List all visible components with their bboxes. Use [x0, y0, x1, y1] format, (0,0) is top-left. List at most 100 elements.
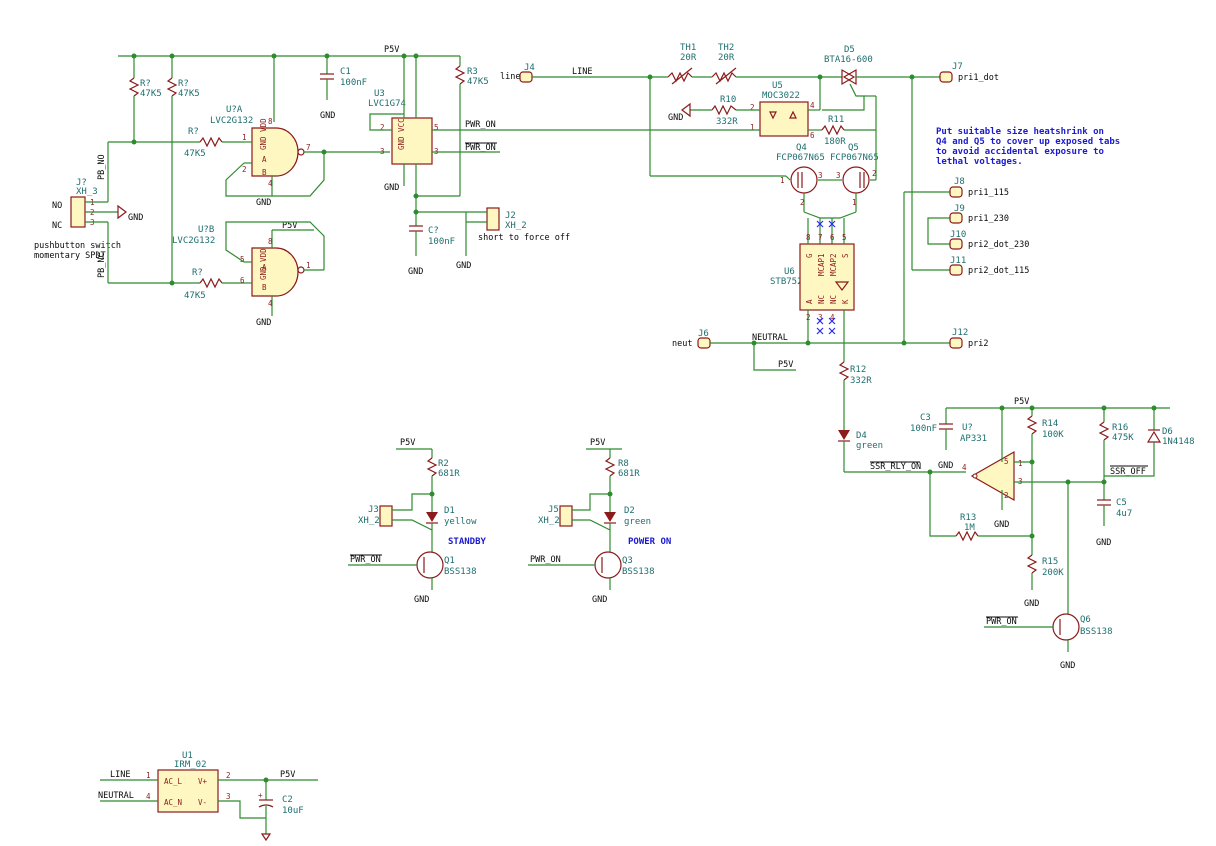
u6-pin-nc1: NC: [817, 295, 826, 304]
r16-ref: R16: [1112, 423, 1128, 433]
power-on-led-circuit: P5V R8 681R D2 green POWER ON J5 XH_2 PW…: [528, 438, 671, 605]
gnd-label-q6: GND: [1060, 661, 1075, 671]
gnd-symbol: [117, 204, 127, 220]
c5-ref: C5: [1116, 498, 1127, 508]
connector-j8: J8 pri1_115: [949, 177, 1009, 198]
gnd-label-j2: GND: [456, 261, 471, 271]
u-b-value: LVC2G132: [172, 236, 215, 246]
gnd-label-r15: GND: [1024, 599, 1039, 609]
svg-text:3: 3: [836, 171, 841, 180]
u-a-value: LVC2G132: [210, 116, 253, 126]
standby-led-circuit: P5V R2 681R D1 yellow STANDBY J3 XH_2 PW…: [348, 438, 487, 605]
net-label-p5v-top: P5V: [384, 45, 399, 55]
r11-ref: R11: [828, 115, 844, 125]
net-p5v-u6: P5V: [778, 360, 793, 370]
svg-text:3: 3: [818, 313, 823, 322]
svg-text:2: 2: [380, 123, 385, 132]
net-pwr-on-q1: PWR_ON: [350, 555, 381, 565]
diode-d6: D6 1N4148: [1104, 408, 1195, 477]
r-pull1-value: 47K5: [140, 89, 162, 99]
svg-text:1: 1: [750, 123, 755, 132]
r-pb-nc-value: 47K5: [184, 291, 206, 301]
r14-value: 100K: [1042, 430, 1064, 440]
svg-text:2: 2: [226, 771, 231, 780]
label-power-on: POWER ON: [628, 537, 671, 547]
connector-j4: J4 line LINE: [500, 63, 668, 83]
j4-ref: J4: [524, 63, 535, 73]
r11-value: 180R: [824, 137, 846, 147]
resistor-r-pull1: R? 47K5: [128, 56, 162, 142]
r10-value: 332R: [716, 117, 738, 127]
svg-text:5: 5: [240, 255, 245, 264]
q5-value: FCP067N65: [830, 153, 879, 163]
net-neutral-top: NEUTRAL: [752, 333, 788, 343]
svg-text:B: B: [262, 168, 267, 177]
connector-j7: J7 pri1_dot: [939, 62, 999, 83]
gnd-label-r10: GND: [668, 113, 683, 123]
note-line2: Q4 and Q5 to cover up exposed tabs: [936, 137, 1120, 147]
u3-ref: U3: [374, 89, 385, 99]
net-p5v-standby: P5V: [400, 438, 415, 448]
c2-ref: C2: [282, 795, 293, 805]
resistor-r16: R16 475K: [1098, 408, 1134, 500]
svg-text:GND VDD: GND VDD: [259, 118, 268, 150]
r12-value: 332R: [850, 376, 872, 386]
u-a-pin-a: A: [262, 155, 267, 164]
c-u3-ref: C?: [428, 226, 439, 236]
u6-pin-s: S: [841, 253, 850, 258]
j4-value: line: [500, 72, 520, 82]
svg-text:8: 8: [268, 237, 273, 246]
q6-ref: Q6: [1080, 615, 1091, 625]
label-short-to-force-off: short to force off: [478, 233, 570, 243]
gnd-label-q1: GND: [414, 595, 429, 605]
r8-value: 681R: [618, 469, 640, 479]
d5-ref: D5: [844, 45, 855, 55]
mosfet-q6: Q6 BSS138 PWR_ON GND: [984, 482, 1113, 671]
connector-j9: J9 pri1_230: [949, 204, 1009, 224]
d4-ref: D4: [856, 431, 867, 441]
j2-ref: J2: [505, 211, 516, 221]
label-standby: STANDBY: [448, 537, 487, 547]
r-pull1-ref: R?: [140, 79, 151, 89]
psu-u1: U1 IRM_02 AC_L AC_N V+ V- LINE NEUTRAL 1…: [98, 751, 318, 819]
d2-ref: D2: [624, 506, 635, 516]
u3-value: LVC1G74: [368, 99, 406, 109]
u5-ref: U5: [772, 81, 783, 91]
c3-value: 100nF: [910, 424, 937, 434]
u6-pin-g: G: [805, 253, 814, 258]
connector-j10: J10 pri2_dot_230: [949, 230, 1029, 250]
u7-value: AP331: [960, 434, 987, 444]
connector-j12: J12 pri2: [949, 328, 988, 349]
resistor-r15: R15 200K GND: [1024, 554, 1064, 609]
capacitor-c5: C5 4u7 GND: [1096, 498, 1132, 548]
resistor-r11: R11 180R: [821, 95, 877, 147]
th2-value: 20R: [718, 53, 735, 63]
svg-text:4: 4: [268, 179, 273, 188]
r12-ref: R12: [850, 365, 866, 375]
j11-ref: J11: [950, 256, 966, 266]
resistor-r12: R12 332R: [838, 361, 872, 430]
d5-value: BTA16-600: [824, 55, 873, 65]
c-u3-value: 100nF: [428, 237, 455, 247]
resistor-r3: R3 47K5: [416, 56, 489, 197]
svg-text:5: 5: [434, 123, 439, 132]
svg-text:2: 2: [806, 313, 811, 322]
svg-text:3: 3: [818, 171, 823, 180]
note-line1: Put suitable size heatshrink on: [936, 126, 1104, 137]
svg-text:4: 4: [830, 313, 835, 322]
note-line4: lethal voltages.: [936, 157, 1023, 167]
note-heatshrink: Put suitable size heatshrink on Q4 and Q…: [936, 126, 1120, 167]
label-no: NO: [52, 201, 62, 211]
q1-ref: Q1: [444, 556, 455, 566]
label-pushbutton: pushbutton switch: [34, 241, 121, 251]
c1-ref: C1: [340, 67, 351, 77]
svg-text:1: 1: [780, 176, 785, 185]
c2-value: 10uF: [282, 806, 304, 816]
r2-value: 681R: [438, 469, 460, 479]
gnd-label-sw: GND: [128, 213, 143, 223]
resistor-r-pull2: R? 47K5: [166, 56, 200, 283]
net-ssr-rly-on: SSR_RLY_ON: [870, 462, 921, 472]
svg-text:GND VDD: GND VDD: [259, 248, 268, 280]
j-sw-value: XH_3: [76, 187, 98, 197]
